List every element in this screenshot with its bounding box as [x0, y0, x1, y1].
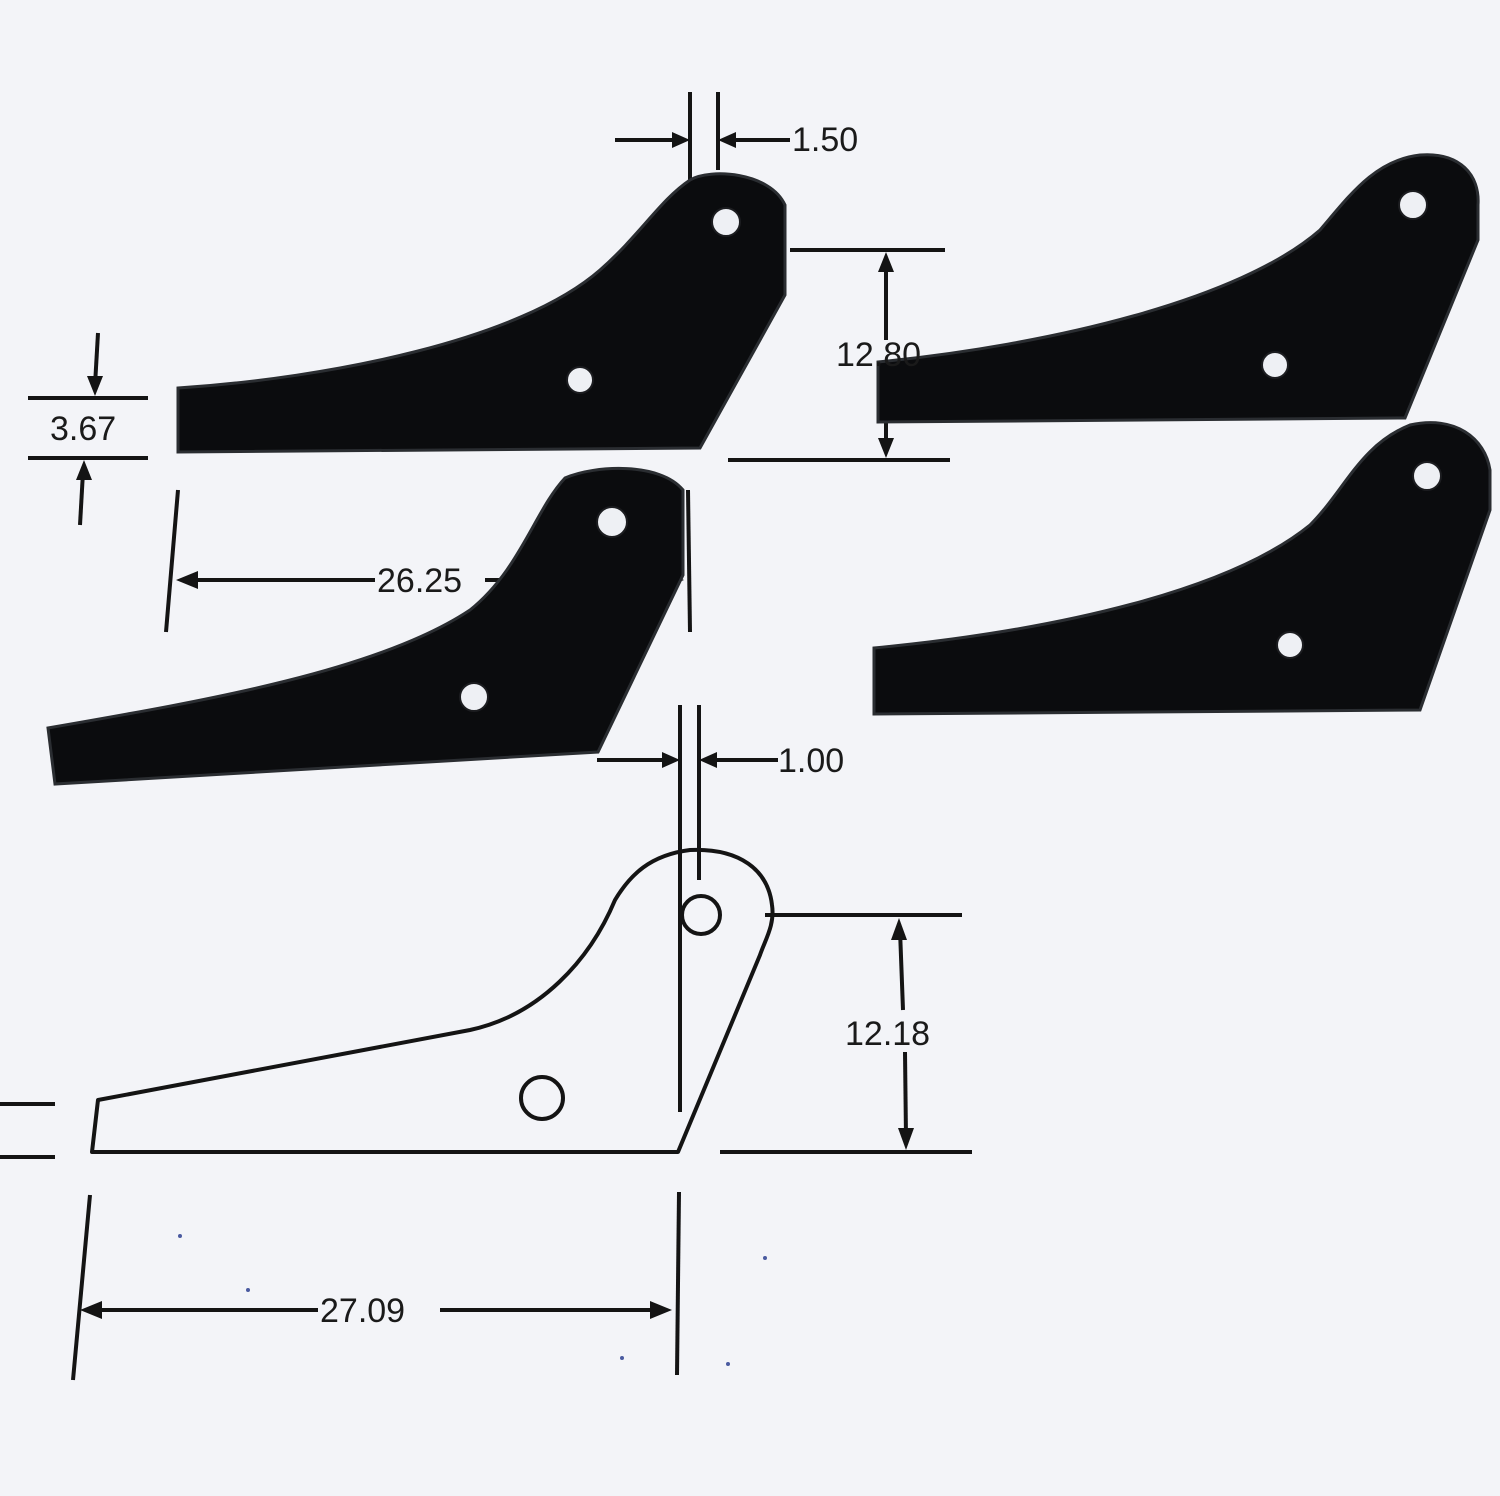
carbon-fiber-part-upper-left — [176, 172, 787, 454]
mount-hole — [459, 682, 489, 712]
mount-hole — [1398, 190, 1428, 220]
mount-hole — [711, 207, 741, 237]
dimension-label-bottom-gap: 1.00 — [778, 742, 844, 780]
carbon-fiber-part-middle-right — [872, 421, 1492, 716]
mount-hole — [566, 366, 594, 394]
mount-hole — [596, 506, 628, 538]
dimension-label-bottom-length: 27.09 — [320, 1292, 405, 1330]
drawing-hole — [519, 1075, 565, 1121]
dimension-label-bottom-height: 12.18 — [845, 1015, 930, 1053]
dimension-label-top-length: 26.25 — [377, 562, 462, 600]
paper-specks — [178, 1234, 767, 1366]
mount-hole — [1412, 461, 1442, 491]
mount-hole — [1261, 351, 1289, 379]
mount-hole — [1276, 631, 1304, 659]
lower-dimension-lines — [71, 705, 972, 1381]
dimension-label-top-height: 12.80 — [836, 336, 921, 374]
dimension-label-thickness: 3.67 — [50, 410, 116, 448]
carbon-fiber-part-upper-right — [876, 153, 1480, 424]
dimension-label-top-gap: 1.50 — [792, 121, 858, 159]
carbon-fiber-part-middle-left — [46, 466, 685, 786]
